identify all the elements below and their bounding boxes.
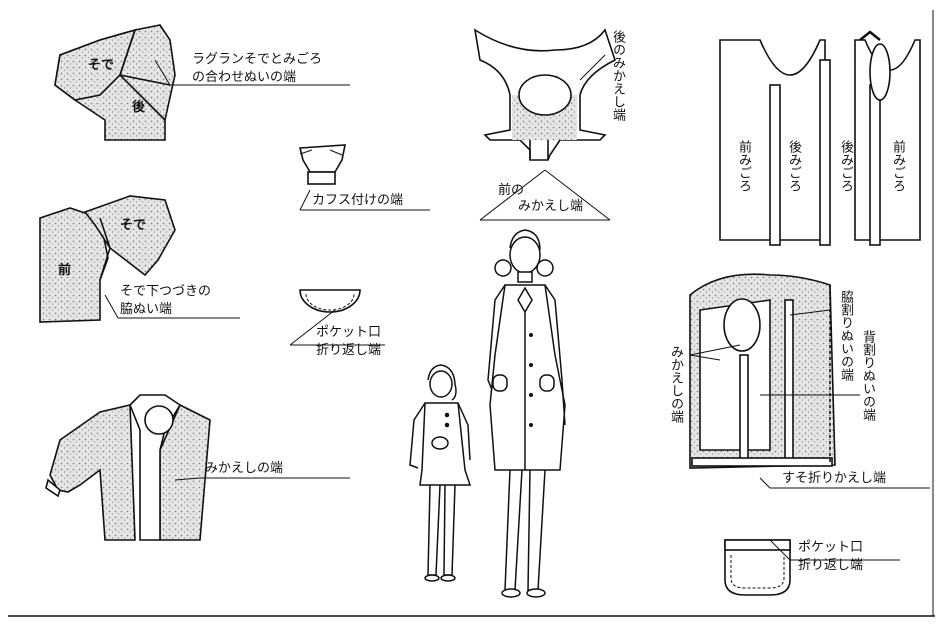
- label-sode-1: そで: [88, 58, 115, 73]
- label-sebira: 背割りぬいの端: [860, 330, 875, 421]
- label-pocket2-line1: ポケット口: [798, 540, 864, 555]
- label-mae-1: 前: [58, 263, 72, 278]
- raglan-figure: [54, 24, 176, 141]
- back-facing-figure: [473, 28, 616, 161]
- label-mikaeshi-2: みかえしの端: [668, 345, 683, 423]
- label-panel-mae-right: 前みごろ: [890, 140, 905, 192]
- panels-figure: [719, 30, 921, 246]
- label-waki: 脇割りぬいの端: [838, 290, 853, 381]
- label-pocket1-line1: ポケット口: [316, 325, 382, 340]
- label-cuffs: カフス付けの端: [312, 193, 404, 208]
- label-panel-ushiro-left: 後みごろ: [786, 140, 801, 192]
- child-figure: [409, 364, 472, 582]
- label-front-facing-line2: みかえし端: [518, 199, 584, 214]
- label-raglan-line1: ラグランそでとみごろ: [192, 52, 323, 67]
- underarm-figure: [39, 195, 176, 323]
- label-ushiro-1: 後: [132, 100, 146, 115]
- woman-figure: [487, 229, 566, 598]
- label-pocket1-line2: 折り返し端: [316, 343, 382, 358]
- body-facing-figure: [689, 273, 836, 469]
- label-sodeshita-line1: そで下つづきの: [120, 284, 212, 299]
- label-pocket2-line2: 折り返し端: [798, 558, 864, 573]
- label-suso: すそ折りかえし端: [782, 471, 887, 486]
- jacket-figure: [45, 394, 211, 541]
- pocket-semicircle-figure: [299, 289, 361, 313]
- label-panel-mae-left: 前みごろ: [736, 140, 751, 192]
- pocket-rounded-figure: [724, 539, 791, 596]
- cuff-figure: [298, 144, 346, 185]
- label-sode-2: そで: [120, 218, 147, 233]
- label-sodeshita-line2: 脇ぬい端: [120, 302, 173, 317]
- label-mikaeshi-1: みかえしの端: [205, 461, 284, 476]
- label-front-facing-line1: 前の: [498, 183, 525, 198]
- label-raglan-line2: の合わせぬいの端: [192, 70, 297, 85]
- label-panel-ushiro-right: 後みごろ: [838, 140, 853, 192]
- label-back-facing: 後のみかえし端: [610, 30, 625, 121]
